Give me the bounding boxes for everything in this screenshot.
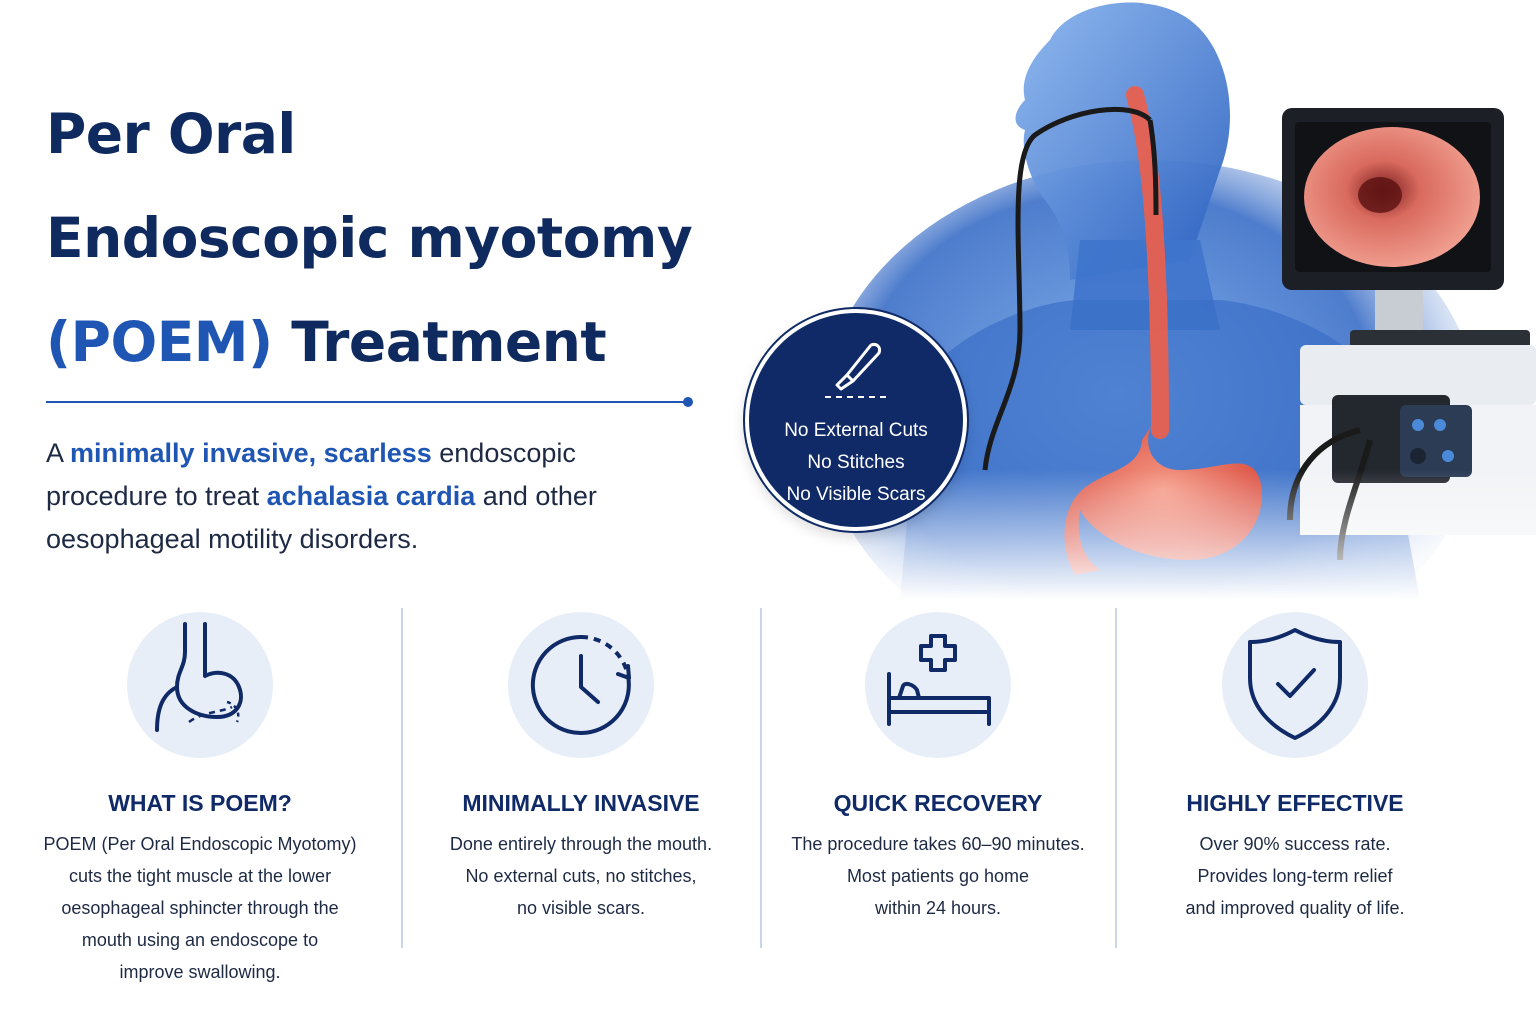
feature-quick-recovery: QUICK RECOVERY The procedure takes 60–90… <box>762 612 1114 924</box>
intro-text-2: endoscopic procedure to treat <box>46 438 576 511</box>
intro-paragraph: A minimally invasive, scarless endoscopi… <box>46 432 666 561</box>
feature-description: Over 90% success rate. Provides long-ter… <box>1117 828 1473 924</box>
feature-icon-circle <box>865 612 1011 758</box>
feature-line: oesophageal sphincter through the <box>61 898 339 918</box>
clock-icon <box>530 634 631 735</box>
feature-line: no visible scars. <box>516 898 646 918</box>
feature-icon-circle <box>1222 612 1368 758</box>
feature-heading: HIGHLY EFFECTIVE <box>1186 790 1404 816</box>
column-divider <box>1115 608 1117 948</box>
shield-check-icon <box>1248 628 1342 740</box>
hospital-bed-icon <box>887 634 991 726</box>
intro-highlight-1: minimally invasive, scarless <box>70 438 432 468</box>
page-title: Per Oral Endoscopic myotomy (POEM) Treat… <box>46 82 693 394</box>
feature-line: cuts the tight muscle at the lower <box>68 866 332 886</box>
scalpel-icon <box>825 343 887 398</box>
title-acronym: (POEM) <box>46 310 273 374</box>
title-line-3: Treatment <box>272 310 607 374</box>
feature-minimally-invasive: MINIMALLY INVASIVE Done entirely through… <box>402 612 760 924</box>
feature-heading: WHAT IS POEM? <box>108 790 292 816</box>
intro-highlight-2: achalasia cardia <box>266 481 476 511</box>
feature-line: Most patients go home <box>846 866 1030 886</box>
column-divider <box>401 608 403 948</box>
feature-line: Over 90% success rate. <box>1199 834 1391 854</box>
title-divider <box>46 401 686 403</box>
feature-line: improve swallowing. <box>119 962 281 982</box>
feature-line: and improved quality of life. <box>1185 898 1405 918</box>
feature-line: within 24 hours. <box>874 898 1002 918</box>
intro-text-1: A <box>46 438 71 468</box>
badge-line-1: No External Cuts <box>784 420 928 441</box>
stomach-icon <box>155 622 243 732</box>
column-divider <box>760 608 762 948</box>
feature-description: POEM (Per Oral Endoscopic Myotomy) cuts … <box>18 828 382 988</box>
title-divider-dot <box>683 397 693 407</box>
title-line-2: Endoscopic myotomy <box>46 206 693 270</box>
badge-line-2: No Stitches <box>807 452 905 473</box>
feature-line: mouth using an endoscope to <box>81 930 319 950</box>
badge-line-3: No Visible Scars <box>786 484 926 505</box>
feature-description: The procedure takes 60–90 minutes. Most … <box>762 828 1114 924</box>
feature-what-is-poem: WHAT IS POEM? POEM (Per Oral Endoscopic … <box>18 612 382 988</box>
feature-line: The procedure takes 60–90 minutes. <box>791 834 1085 854</box>
intro-text-3: and other oesophageal motility disorders… <box>46 481 597 554</box>
feature-line: No external cuts, no stitches, <box>465 866 697 886</box>
feature-heading: MINIMALLY INVASIVE <box>462 790 700 816</box>
feature-heading: QUICK RECOVERY <box>833 790 1043 816</box>
feature-line: POEM (Per Oral Endoscopic Myotomy) <box>43 834 357 854</box>
benefits-badge: No External Cuts No Stitches No Visible … <box>745 309 967 531</box>
feature-icon-circle <box>508 612 654 758</box>
title-line-1: Per Oral <box>46 102 296 166</box>
feature-highly-effective: HIGHLY EFFECTIVE Over 90% success rate. … <box>1117 612 1473 924</box>
feature-line: Provides long-term relief <box>1197 866 1393 886</box>
feature-icon-circle <box>127 612 273 758</box>
feature-line: Done entirely through the mouth. <box>449 834 713 854</box>
feature-description: Done entirely through the mouth. No exte… <box>402 828 760 924</box>
